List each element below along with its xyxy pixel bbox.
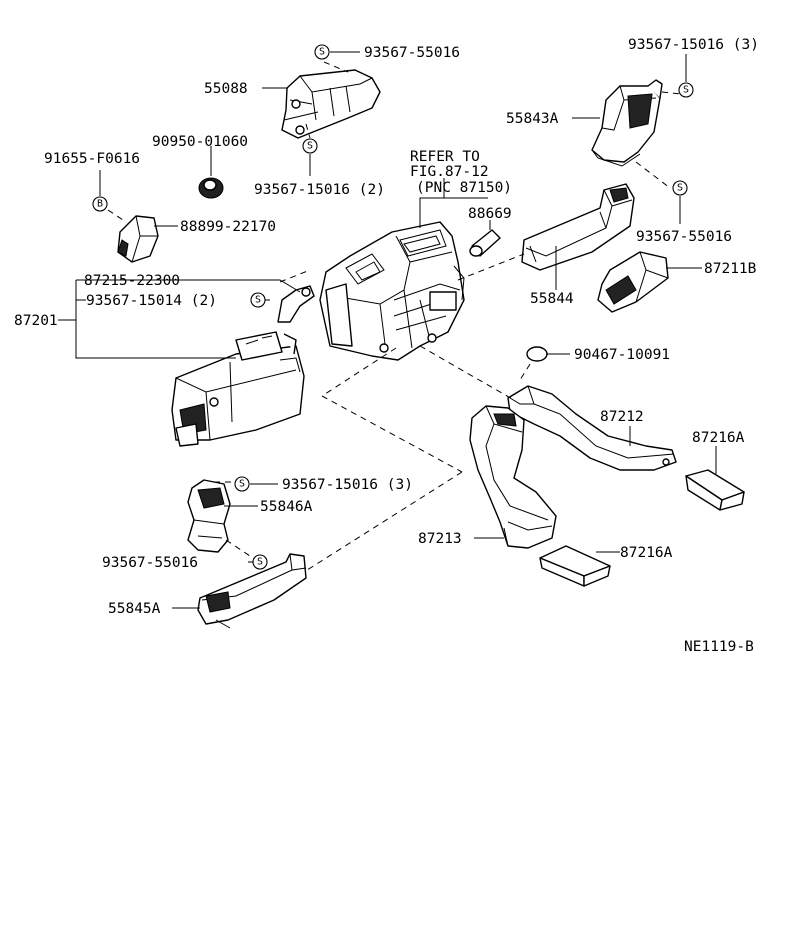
part-55843a-drawing <box>591 79 663 167</box>
diagram-code: NE1119-B <box>684 639 754 655</box>
refer-note-line3: (PNC 87150) <box>416 180 512 196</box>
svg-text:S: S <box>677 183 683 194</box>
part-87215-22300-drawing <box>277 285 315 323</box>
svg-text:S: S <box>255 295 261 306</box>
screw-marker-4: S <box>672 180 688 196</box>
part-88899-22170-drawing <box>117 215 159 263</box>
label-91655-f0616: 91655-F0616 <box>44 151 140 167</box>
svg-text:S: S <box>307 141 313 152</box>
label-55846a: 55846A <box>260 499 313 515</box>
part-55088-drawing <box>281 69 381 139</box>
label-87216a-right: 87216A <box>692 430 745 446</box>
screw-marker-7: S <box>252 554 268 570</box>
leader-lines <box>58 51 717 609</box>
screw-marker-3: S <box>678 82 694 98</box>
part-90950-01060-drawing <box>198 177 224 199</box>
part-55844-drawing <box>521 183 635 271</box>
label-87213: 87213 <box>418 531 462 547</box>
label-87211b: 87211B <box>704 261 757 277</box>
part-87216a-right-drawing <box>685 469 745 511</box>
part-87201-drawing <box>171 331 305 447</box>
label-93567-15016-2: 93567-15016 (2) <box>254 182 385 198</box>
label-90467-10091: 90467-10091 <box>574 347 670 363</box>
label-55088: 55088 <box>204 81 248 97</box>
label-93567-55016-right: 93567-55016 <box>636 229 732 245</box>
label-87212: 87212 <box>600 409 644 425</box>
part-87216a-lower-drawing <box>539 545 611 587</box>
label-55845a: 55845A <box>108 601 161 617</box>
label-90950-01060: 90950-01060 <box>152 134 248 150</box>
screw-marker-6: S <box>234 476 250 492</box>
svg-text:S: S <box>319 47 325 58</box>
part-55845a-drawing <box>197 553 307 629</box>
part-88669-drawing <box>469 229 501 257</box>
label-93567-15014-2: 93567-15014 (2) <box>86 293 217 309</box>
label-87201: 87201 <box>14 313 58 329</box>
label-93567-55016-lower: 93567-55016 <box>102 555 198 571</box>
svg-text:S: S <box>257 557 263 568</box>
label-87215-22300: 87215-22300 <box>84 273 180 289</box>
label-93567-15016-3-top: 93567-15016 (3) <box>628 37 759 53</box>
part-55846a-drawing <box>187 479 231 553</box>
svg-text:S: S <box>683 85 689 96</box>
label-55844: 55844 <box>530 291 574 307</box>
refer-note-line1: REFER TO <box>410 149 480 165</box>
screw-marker-2: S <box>302 138 318 154</box>
part-90467-10091-drawing <box>526 346 548 362</box>
label-88669: 88669 <box>468 206 512 222</box>
assembly-dashed-lines <box>107 61 683 573</box>
part-87213-drawing <box>469 405 557 549</box>
part-87211b-drawing <box>597 251 669 313</box>
screw-marker-5: S <box>250 292 266 308</box>
part-labels: 93567-55016 55088 90950-01060 93567-1501… <box>14 37 759 655</box>
svg-text:S: S <box>239 479 245 490</box>
bolt-marker: B <box>92 196 108 212</box>
label-93567-55016-top: 93567-55016 <box>364 45 460 61</box>
label-93567-15016-3-mid: 93567-15016 (3) <box>282 477 413 493</box>
label-87216a-lower: 87216A <box>620 545 673 561</box>
part-87212-drawing <box>507 385 677 471</box>
label-88899-22170: 88899-22170 <box>180 219 276 235</box>
screw-marker-1: S <box>314 44 330 60</box>
label-55843a: 55843A <box>506 111 559 127</box>
refer-note-line2: FIG.87-12 <box>410 164 489 180</box>
svg-text:B: B <box>97 199 103 210</box>
heater-unit-drawing <box>319 221 465 361</box>
